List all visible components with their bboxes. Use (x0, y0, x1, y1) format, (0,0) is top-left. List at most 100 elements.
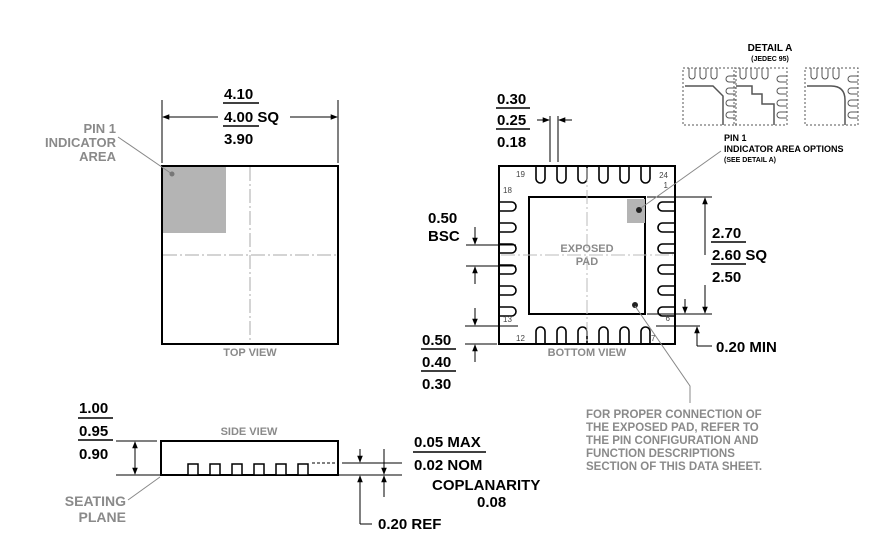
note-line1: FOR PROPER CONNECTION OF (586, 409, 762, 421)
lead-pad-left (499, 306, 517, 317)
top-view: 4.10 4.00 SQ 3.90 PIN 1 INDICATOR AREA T… (45, 86, 339, 359)
pitch-bsc: BSC (428, 228, 460, 245)
detail-a-option (733, 67, 788, 126)
lead-pad-bottom (640, 326, 651, 344)
pin1-label-line1: PIN 1 (83, 121, 116, 136)
lead-pad-left (499, 264, 517, 275)
pin1-options-line3: (SEE DETAIL A) (724, 157, 776, 164)
pin1-leader-line (117, 136, 173, 175)
lead-pads (499, 166, 675, 344)
exposed-pad-label-line1: EXPOSED (560, 243, 613, 255)
pad-clearance-label: 0.20 MIN (716, 339, 777, 356)
standoff-nom: 0.02 NOM (414, 457, 482, 474)
ref-dimension: 0.20 REF (378, 516, 441, 533)
height-max: 1.00 (79, 400, 108, 417)
side-view-label: SIDE VIEW (221, 426, 278, 438)
detail-a-option (682, 67, 737, 126)
pin1-label-line2: INDICATOR (45, 135, 117, 150)
pin-number-6: 6 (666, 314, 671, 323)
lead-len-min: 0.30 (422, 376, 451, 393)
exposed-pad-label-line2: PAD (576, 256, 598, 268)
pin1-options-line1: PIN 1 (724, 133, 747, 143)
lead-width-min: 0.18 (497, 134, 526, 151)
pin-number-13: 13 (503, 315, 512, 324)
pin1-indicator-area (163, 167, 226, 233)
side-lead (231, 463, 243, 476)
lead-pad-bottom (577, 326, 588, 344)
pin1-indicator-option (627, 199, 645, 223)
exposed-pad-note: FOR PROPER CONNECTION OF THE EXPOSED PAD… (586, 409, 762, 473)
pin-number-7: 7 (651, 334, 656, 343)
lead-pad-right (657, 306, 675, 317)
detail-a-subtitle: (JEDEC 95) (751, 56, 789, 63)
lead-pad-top (577, 166, 588, 184)
seating-plane-line2: PLANE (79, 509, 126, 525)
top-dim-max: 4.10 (224, 86, 253, 103)
lead-len-nom: 0.40 (422, 354, 451, 371)
pad-size-min: 2.50 (712, 269, 741, 286)
height-nom: 0.95 (79, 423, 108, 440)
detail-a-options (682, 67, 859, 126)
coplanarity-label: COPLANARITY (432, 477, 540, 494)
top-dim-min: 3.90 (224, 131, 253, 148)
bottom-view: EXPOSED PAD 24 1 6 7 12 13 18 19 BOTTOM … (421, 91, 844, 403)
lead-pad-top (619, 166, 630, 184)
pin-number-12: 12 (516, 334, 525, 343)
lead-pad-top (598, 166, 609, 184)
lead-pad-left (499, 243, 517, 254)
detail-a-title: DETAIL A (748, 43, 793, 54)
lead-pad-right (657, 201, 675, 212)
note-leader-line (634, 305, 691, 403)
pin1-leader-dot (169, 171, 175, 177)
lead-pad-top (640, 166, 651, 184)
detail-a: DETAIL A (JEDEC 95) (682, 43, 859, 126)
lead-pad-right (657, 243, 675, 254)
top-dim-nom: 4.00 SQ (224, 109, 279, 126)
pad-corner-dot (632, 302, 638, 308)
pin1-indicator-dot (636, 207, 642, 213)
lead-pad-top (535, 166, 546, 184)
pin1-label-line3: AREA (79, 149, 116, 164)
standoff-max: 0.05 MAX (414, 434, 481, 451)
seating-plane-line1: SEATING (65, 493, 126, 509)
lead-width-max: 0.30 (497, 91, 526, 108)
pin-number-24: 24 (659, 171, 668, 180)
height-min: 0.90 (79, 446, 108, 463)
coplanarity-value: 0.08 (477, 494, 506, 511)
pad-size-max: 2.70 (712, 225, 741, 242)
side-lead (209, 463, 221, 476)
side-lead (187, 463, 199, 476)
pad-size-nom: 2.60 SQ (712, 247, 767, 264)
side-view: SIDE VIEW 1.00 0.95 0.90 SEATING PLANE 0… (65, 400, 541, 533)
lead-width-nom: 0.25 (497, 112, 526, 129)
top-view-body (161, 165, 339, 345)
seating-plane-leader (127, 476, 161, 501)
lead-pad-left (499, 285, 517, 296)
lead-pad-bottom (619, 326, 630, 344)
lead-pad-left (499, 222, 517, 233)
lead-pad-right (657, 264, 675, 275)
side-leads (187, 463, 309, 476)
pin1-options-leader (640, 150, 722, 209)
lead-pad-bottom (556, 326, 567, 344)
side-lead (253, 463, 265, 476)
lead-pad-right (657, 222, 675, 233)
detail-a-option (804, 67, 859, 126)
lead-pad-bottom (535, 326, 546, 344)
side-lead (275, 463, 287, 476)
note-line4: FUNCTION DESCRIPTIONS (586, 448, 735, 460)
pin-number-19: 19 (516, 170, 525, 179)
note-line3: THE PIN CONFIGURATION AND (586, 435, 759, 447)
bottom-view-label: BOTTOM VIEW (548, 347, 627, 359)
note-line2: THE EXPOSED PAD, REFER TO (586, 422, 759, 434)
pitch-value: 0.50 (428, 210, 457, 227)
pin-number-1: 1 (664, 181, 669, 190)
note-line5: SECTION OF THIS DATA SHEET. (586, 461, 762, 473)
side-lead (297, 463, 309, 476)
lead-pad-bottom (598, 326, 609, 344)
lead-pad-right (657, 285, 675, 296)
lead-len-max: 0.50 (422, 332, 451, 349)
pin-number-18: 18 (503, 186, 512, 195)
top-view-label: TOP VIEW (223, 347, 277, 359)
